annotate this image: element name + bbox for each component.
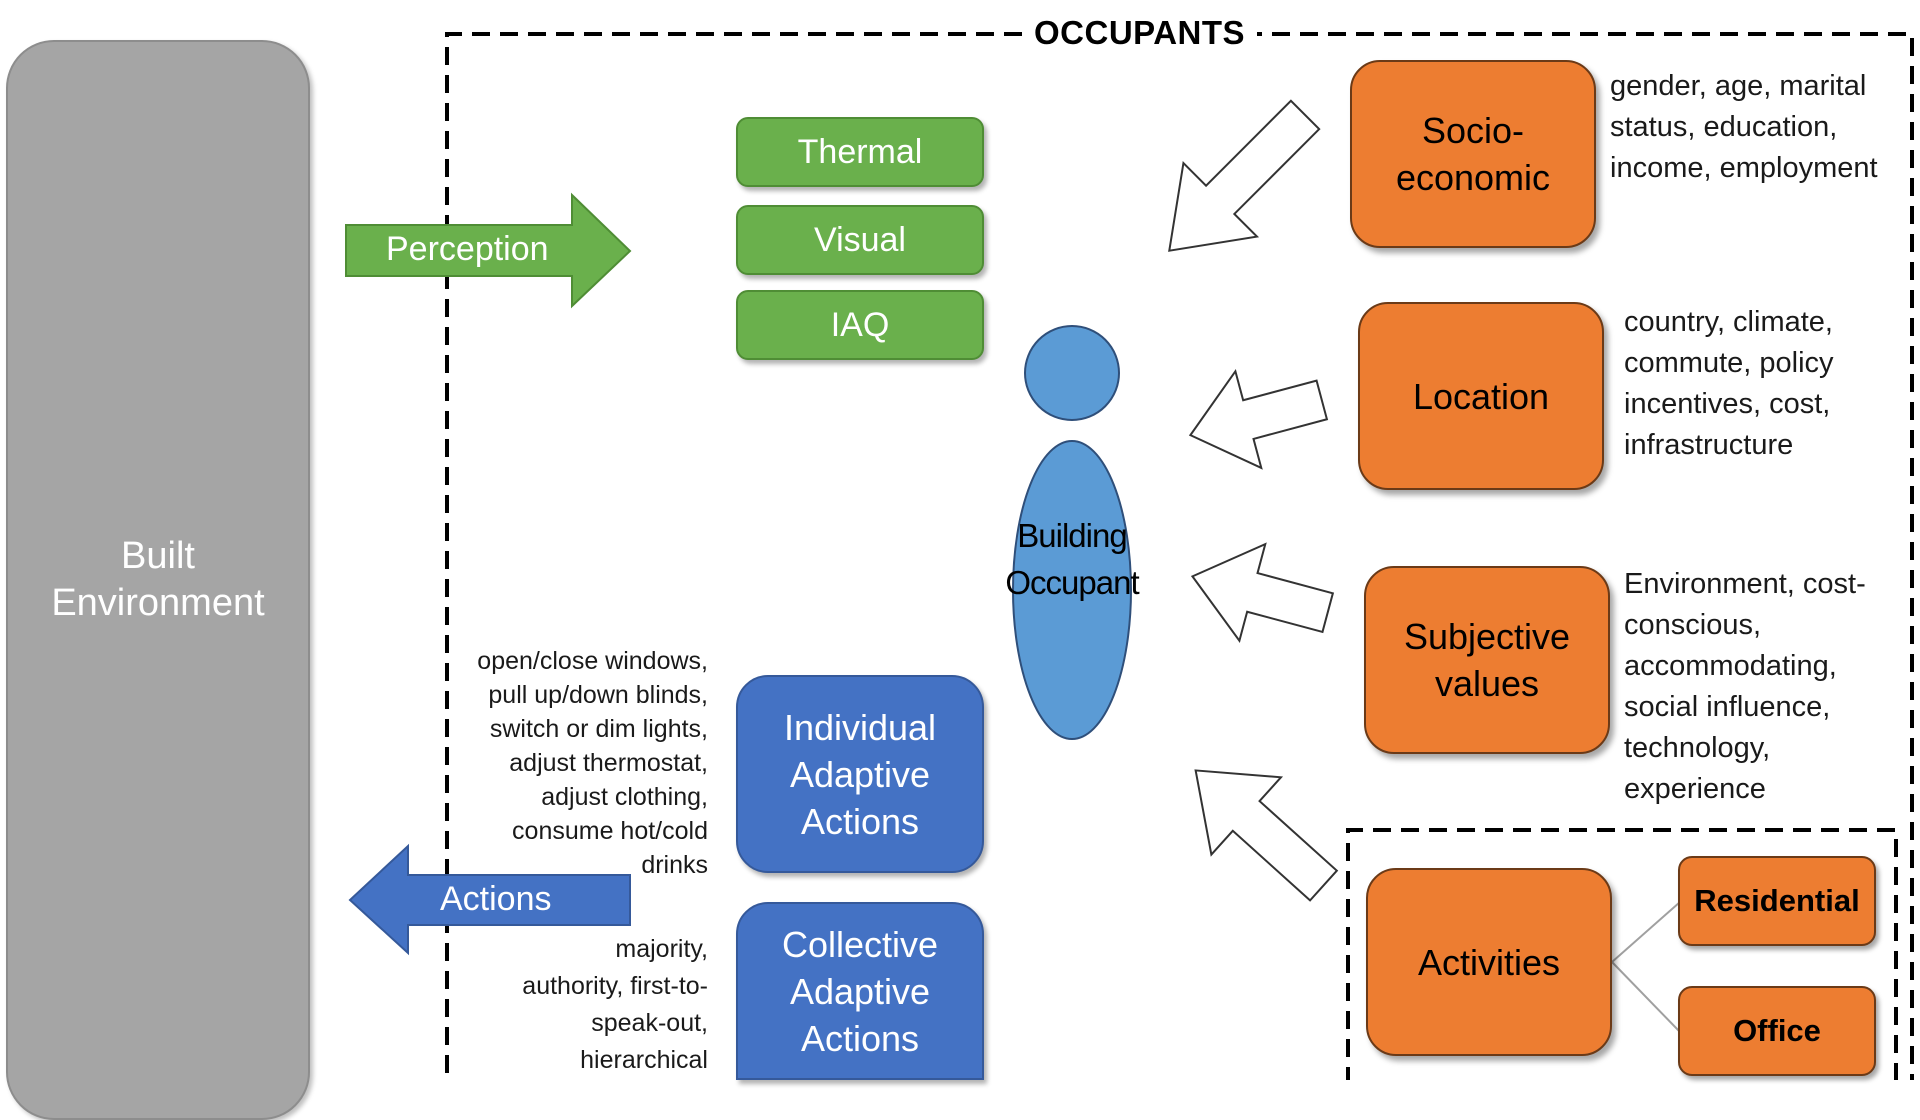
socio-detail-3: income, employment (1610, 152, 1878, 184)
office-box: Office (1678, 986, 1876, 1076)
individual-example-1: open/close windows, (477, 647, 708, 675)
connector-residential (1611, 901, 1681, 963)
actions-arrow (348, 843, 631, 956)
perception-label: Perception (386, 230, 549, 268)
activities-box: Activities (1366, 868, 1612, 1056)
occupants-frame (445, 32, 1022, 1080)
individual-example-7: drinks (641, 851, 708, 879)
collective-actions-box: Collective Adaptive Actions (736, 902, 984, 1080)
collective-actions-examples: majority, authority, first-to- speak-out… (448, 931, 708, 1079)
visual-box: Visual (736, 205, 984, 275)
socio-detail-1: gender, age, marital (1610, 70, 1867, 102)
building-occupant-label: Building Occupant (992, 512, 1152, 606)
subjective-values-details: Environment, cost- conscious, accommodat… (1624, 564, 1866, 810)
thermal-box: Thermal (736, 117, 984, 187)
perception-arrow (345, 192, 632, 309)
socio-economic-label-line1: Socio- (1421, 110, 1525, 151)
location-detail-4: infrastructure (1624, 429, 1794, 461)
values-detail-5: technology, (1624, 732, 1771, 764)
individual-example-3: switch or dim lights, (489, 715, 708, 743)
residential-label: Residential (1694, 883, 1860, 918)
socio-detail-2: status, education, (1610, 111, 1838, 143)
office-label: Office (1733, 1013, 1821, 1048)
individual-actions-line2: Adaptive (789, 753, 931, 795)
individual-example-6: consume hot/cold (512, 817, 708, 845)
values-detail-1: Environment, cost- (1624, 568, 1866, 600)
collective-example-2: authority, first-to- (522, 972, 708, 1000)
socio-economic-label-line2: economic (1395, 157, 1551, 198)
visual-label: Visual (814, 220, 906, 259)
actions-label: Actions (440, 880, 552, 918)
occupant-label-line1: Building (1017, 517, 1127, 554)
location-details: country, climate, commute, policy incent… (1624, 302, 1834, 466)
influence-arrow-activities (1194, 769, 1339, 902)
individual-actions-box: Individual Adaptive Actions (736, 675, 984, 873)
individual-example-2: pull up/down blinds, (488, 681, 708, 709)
location-box: Location (1358, 302, 1604, 490)
occupant-body (1012, 440, 1132, 740)
diagram-canvas (345, 32, 1914, 1080)
subjective-values-label-line1: Subjective (1403, 616, 1571, 657)
occupant-label-line2: Occupant (1005, 564, 1139, 601)
thermal-label: Thermal (797, 132, 923, 171)
individual-example-4: adjust thermostat, (509, 749, 708, 777)
activities-label: Activities (1417, 941, 1561, 983)
values-detail-4: social influence, (1624, 691, 1831, 723)
iaq-label: IAQ (830, 305, 890, 344)
location-detail-3: incentives, cost, (1624, 388, 1831, 420)
individual-example-5: adjust clothing, (541, 783, 708, 811)
influence-arrow-socio (1168, 99, 1321, 252)
location-label: Location (1412, 375, 1550, 417)
location-detail-1: country, climate, (1624, 306, 1833, 338)
residential-box: Residential (1678, 856, 1876, 946)
collective-example-4: hierarchical (580, 1046, 708, 1074)
collective-actions-line3: Actions (800, 1017, 920, 1059)
connector-office (1611, 961, 1681, 1033)
collective-example-3: speak-out, (591, 1009, 708, 1037)
collective-actions-line1: Collective (781, 923, 939, 965)
influence-arrow-values (1190, 542, 1335, 643)
subjective-values-label-line2: values (1434, 663, 1540, 704)
collective-actions-line2: Adaptive (789, 970, 931, 1012)
built-environment-label-line2: Environment (51, 582, 265, 624)
location-detail-2: commute, policy (1624, 347, 1834, 379)
values-detail-6: experience (1624, 773, 1766, 805)
individual-actions-examples: open/close windows, pull up/down blinds,… (448, 644, 708, 882)
occupant-head (1024, 325, 1120, 421)
subjective-values-box: Subjective values (1364, 566, 1610, 754)
occupants-title: OCCUPANTS (1022, 14, 1258, 52)
values-detail-2: conscious, (1624, 609, 1762, 641)
influence-arrow-location (1188, 368, 1329, 470)
activities-frame (1346, 828, 1898, 1080)
built-environment-block: Built Environment (6, 40, 310, 1120)
collective-example-1: majority, (615, 935, 708, 963)
individual-actions-line3: Actions (800, 800, 920, 842)
built-environment-label-line1: Built (121, 535, 195, 577)
iaq-box: IAQ (736, 290, 984, 360)
socio-economic-box: Socio- economic (1350, 60, 1596, 248)
values-detail-3: accommodating, (1624, 650, 1837, 682)
socio-economic-details: gender, age, marital status, education, … (1610, 66, 1878, 189)
individual-actions-line1: Individual (783, 706, 937, 748)
